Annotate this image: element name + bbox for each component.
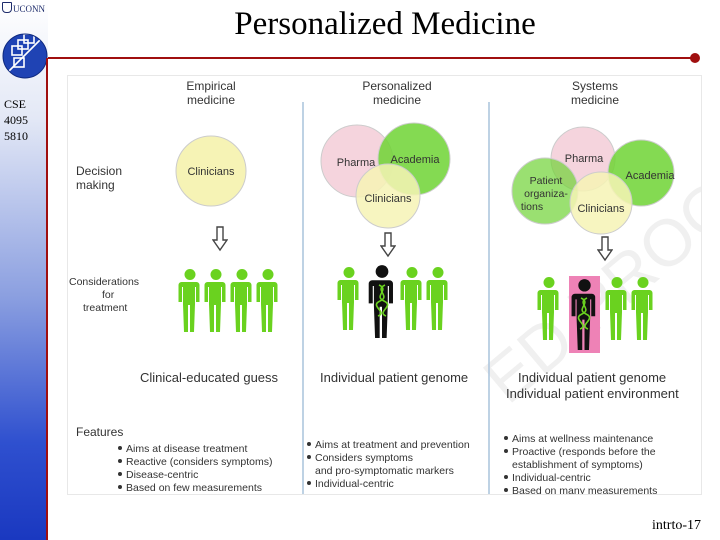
dna-icon [580,297,591,330]
bullet [307,455,311,459]
slide-title: Personalized Medicine [234,6,536,42]
feature-item: Aims at wellness maintenance [512,433,653,445]
course-line: 5810 [4,129,28,143]
circle-label: organiza- [524,188,568,200]
feature-item: Proactive (responds before the [512,446,656,458]
bullet [504,488,508,492]
title-underline [48,57,694,59]
column-headings: Empirical medicine Personalized medicine… [186,79,619,107]
summaries: Clinical-educated guess Individual patie… [140,370,679,401]
column-title: medicine [373,93,421,107]
person-highlighted-icon [368,265,393,338]
feature-item: Aims at treatment and prevention [315,439,470,451]
features-empirical: Aims at disease treatment Reactive (cons… [118,443,272,494]
uconn-logo-text: UCONN [2,2,45,14]
row-label-considerations: Considerations [69,276,139,288]
clinicians-circle [569,171,633,235]
bullet [118,446,122,450]
column-title: Systems [572,79,618,93]
course-code: CSE 4095 5810 [4,96,28,144]
features-personalized: Aims at treatment and prevention Conside… [307,439,470,490]
dna-icon [577,297,588,330]
person-icon [230,269,252,332]
down-arrow-icon [212,226,228,251]
feature-item: Based on many measurements [512,485,657,494]
column-title: Personalized [362,79,431,93]
bullet [307,442,311,446]
bullet [504,475,508,479]
circle-label: Pharma [337,157,376,169]
feature-item: Individual-centric [315,478,394,490]
circle-label: Clinicians [364,193,412,205]
feature-item: Aims at disease treatment [126,443,247,455]
summary-text: Individual patient genome [518,370,666,385]
circle-label: Clinicians [577,203,625,215]
course-line: CSE [4,97,27,111]
feature-item: Individual-centric [512,472,591,484]
row-label-decision: Decision [76,164,122,178]
row-label-considerations: for [102,289,115,301]
circle-label: tions [521,201,543,213]
feature-item: Considers symptoms [315,452,413,464]
title-underline-dot [690,53,700,63]
column-title: medicine [187,93,235,107]
bullet [504,436,508,440]
summary-text: Individual patient genome [320,370,468,385]
column-title: Empirical [186,79,235,93]
summary-text: Clinical-educated guess [140,370,279,385]
page-number: intrto-17 [652,518,701,533]
patient-group [178,269,278,332]
down-arrow-icon [380,232,396,257]
person-icon [400,267,422,330]
uconn-seal-icon [2,2,12,13]
circle-label: Academia [626,170,676,182]
diagram-svg: ED PROOFS Empirical medicine Personalize… [69,79,701,494]
bullet [504,449,508,453]
feature-item: establishment of symptoms) [512,459,643,471]
sidebar: UCONN CSE 4095 5810 [0,0,48,540]
bullet [118,472,122,476]
summary-text: Individual patient environment [506,386,679,401]
row-label-features: Features [76,425,123,439]
patient-group [337,265,448,338]
course-line: 4095 [4,113,28,127]
row-labels: Decision making Considerations for treat… [69,164,139,439]
column-title: medicine [571,93,619,107]
feature-item: Disease-centric [126,469,198,481]
dna-icon [375,284,386,317]
row-label-considerations: treatment [83,302,127,314]
dna-icon [378,284,389,317]
person-icon [426,267,448,330]
left-rule [46,58,48,540]
clinicians-circle [355,163,421,229]
feature-item: and pro-symptomatic markers [315,465,454,477]
circle-label: Pharma [565,153,604,165]
person-icon [204,269,226,332]
person-icon [178,269,200,332]
circle-label: Clinicians [187,166,235,178]
feature-item: Reactive (considers symptoms) [126,456,272,468]
clinicians-circle [175,135,247,207]
bullet [118,485,122,489]
medicine-comparison-figure: ED PROOFS Empirical medicine Personalize… [67,75,702,495]
person-icon [337,267,359,330]
bullet [118,459,122,463]
circle-label: Patient [530,175,563,187]
cse-logo [2,33,48,79]
row-label-decision: making [76,178,115,192]
features-systems: Aims at wellness maintenance Proactive (… [504,433,657,494]
circle-label: Academia [391,154,441,166]
person-icon [256,269,278,332]
bullet [307,481,311,485]
patient-group [537,276,653,353]
feature-item: Based on few measurements [126,482,262,494]
